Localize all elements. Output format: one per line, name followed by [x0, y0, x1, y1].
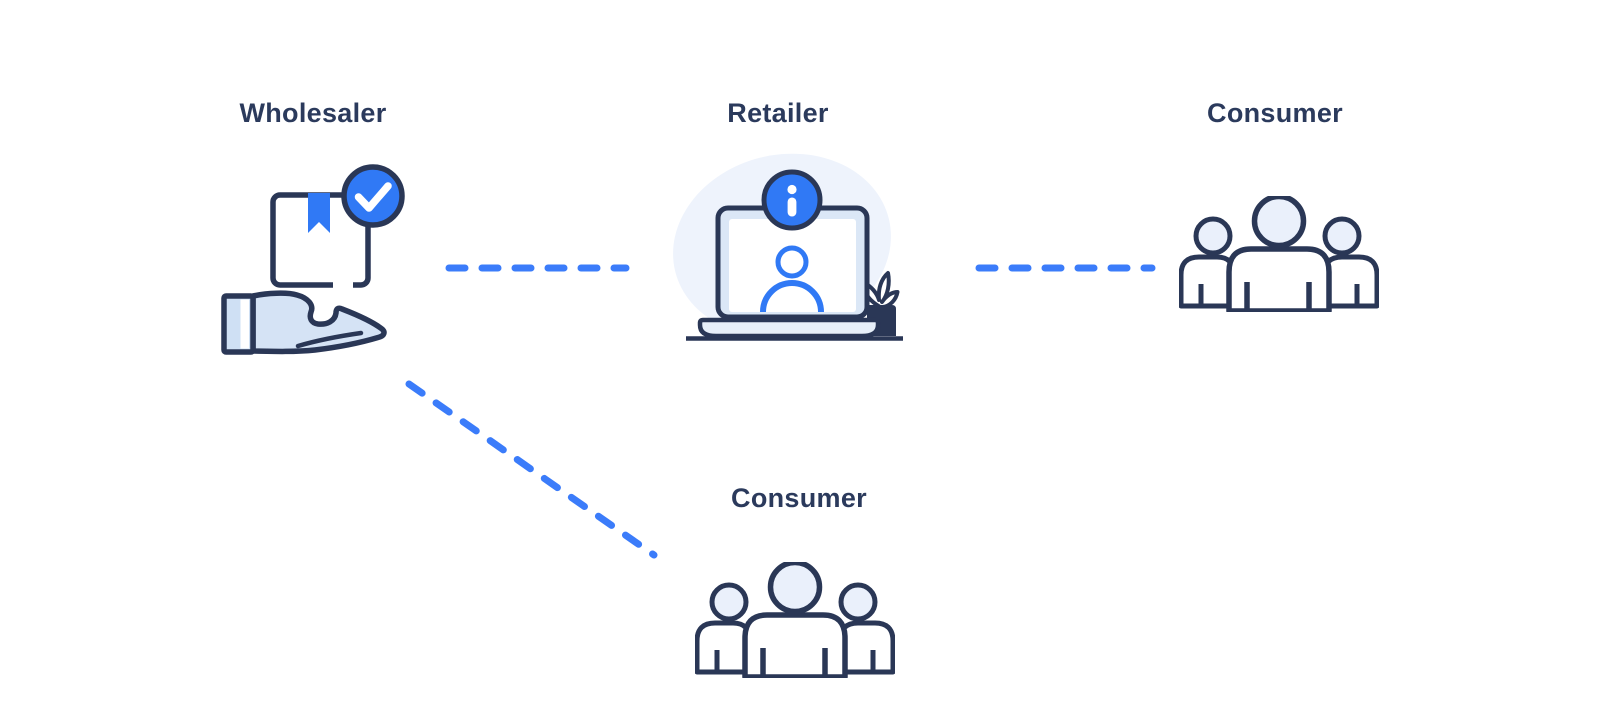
customers-group-icon	[1179, 196, 1379, 312]
consumer-right-label: Consumer	[1207, 98, 1343, 128]
laptop-info-icon	[650, 150, 910, 345]
avatar-body	[760, 280, 824, 313]
consumer-bottom-label: Consumer	[731, 483, 867, 513]
retailer-label: Retailer	[727, 98, 829, 128]
wholesaler-label: Wholesaler	[239, 98, 387, 128]
laptop-base	[697, 317, 881, 339]
connector-wholesaler-consumer	[405, 380, 658, 559]
hand-shape	[250, 290, 387, 355]
palm-crease	[295, 330, 364, 349]
customers-group-icon	[695, 562, 895, 678]
package-ribbon	[308, 193, 330, 233]
avatar-head	[775, 245, 809, 279]
package-in-hand-icon	[205, 155, 405, 365]
check-badge-icon	[341, 164, 405, 228]
